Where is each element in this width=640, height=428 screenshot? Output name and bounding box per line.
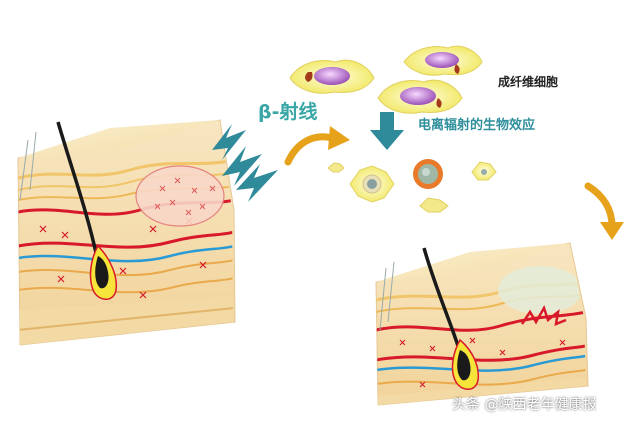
skin-layers-left xyxy=(18,158,233,345)
radiation-bolts xyxy=(212,124,278,202)
hair-shaft-right xyxy=(422,247,462,353)
skin-block-after xyxy=(375,242,589,406)
skin-block-before xyxy=(17,119,236,346)
fibroblast-label: 成纤维细胞 xyxy=(498,75,559,89)
ionizing-effect-label: 电离辐射的生物效应 xyxy=(418,118,536,133)
beta-ray-label: β-射线 xyxy=(258,101,318,123)
fibroblast-cells xyxy=(289,45,483,114)
watermark: 头条 @陕西老年健康报 xyxy=(452,397,597,413)
curved-arrow-1 xyxy=(284,126,350,166)
curved-arrow-2 xyxy=(584,182,624,240)
down-arrow xyxy=(370,112,404,150)
hair-shaft-left xyxy=(56,121,100,263)
damaged-cells xyxy=(327,159,497,213)
